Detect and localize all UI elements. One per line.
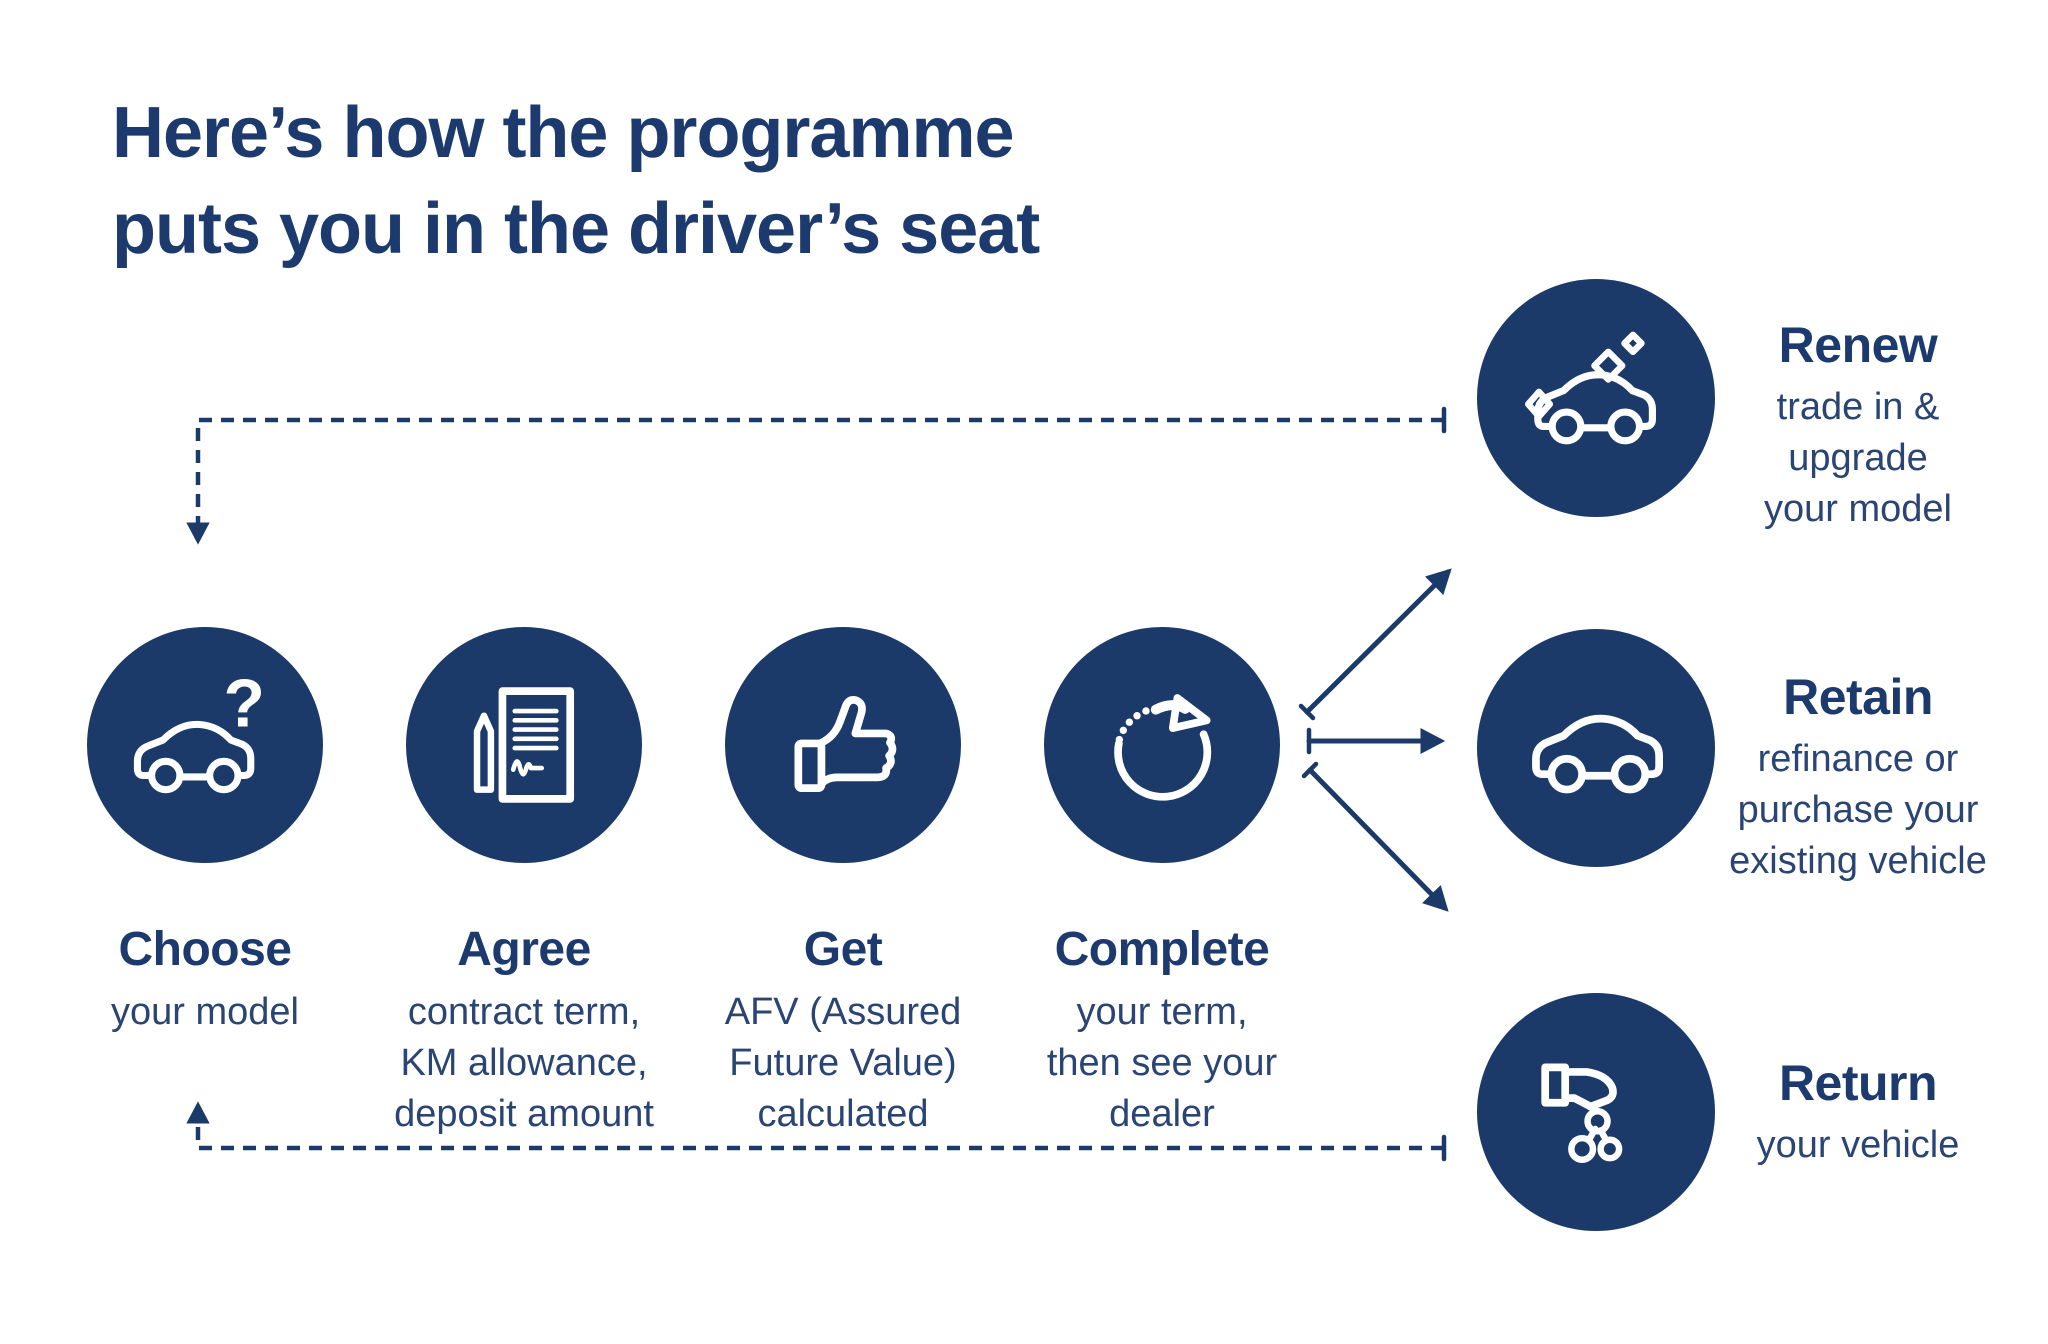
option-label-return: Return your vehicle [1658,1054,2048,1171]
step-label-complete: Complete your term, then see your dealer [992,922,1332,1140]
step-circle-choose: ? [87,627,323,863]
step-heading-get: Get [803,923,883,976]
step-label-choose: Choose your model [35,922,375,1038]
complete-to-return-arrow [1301,761,1449,912]
title-line-1: Here’s how the programme [112,93,1015,173]
page-title: Here’s how the programme puts you in the… [112,86,1040,278]
option-description-return: your vehicle [1756,1124,1960,1166]
option-description-renew: trade in & upgrade your model [1764,386,1952,530]
svg-text:?: ? [223,667,264,742]
step-description-choose: your model [111,991,299,1033]
hand-with-keys-icon [1541,1063,1623,1163]
step-circle-agree [406,627,642,863]
option-heading-return: Return [1778,1055,1938,1111]
option-description-retain: refinance or purchase your existing vehi… [1729,738,1987,882]
step-heading-choose: Choose [118,923,292,976]
return-to-choose-dashed-arrow [186,1101,1447,1162]
step-circle-complete [1044,627,1280,863]
option-heading-renew: Renew [1778,317,1938,373]
car-question-icon: ? [133,667,265,794]
complete-to-retain-arrow [1306,727,1446,755]
car-icon [1532,714,1663,794]
step-label-agree: Agree contract term, KM allowance, depos… [354,922,694,1140]
complete-to-renew-arrow [1298,568,1452,721]
option-circle-return [1477,993,1715,1231]
step-label-get: Get AFV (Assured Future Value) calculate… [673,922,1013,1140]
option-circle-retain [1477,629,1715,867]
thumbs-up-icon [794,696,897,792]
sparkling-car-icon [1525,331,1656,445]
step-heading-agree: Agree [457,923,591,976]
step-description-complete: your term, then see your dealer [1046,991,1278,1135]
step-circle-get [725,627,961,863]
step-heading-complete: Complete [1054,923,1270,976]
option-heading-retain: Retain [1783,669,1933,725]
title-line-2: puts you in the driver’s seat [112,188,1040,269]
step-description-get: AFV (Assured Future Value) calculated [724,991,962,1135]
renewal-cycle-icon [1114,694,1212,801]
option-circle-renew [1477,279,1715,517]
renew-to-choose-dashed-arrow [186,406,1447,545]
step-description-agree: contract term, KM allowance, deposit amo… [394,991,654,1135]
option-label-renew: Renew trade in & upgrade your model [1658,316,2048,535]
contract-pen-icon [473,687,575,803]
option-label-retain: Retain refinance or purchase your existi… [1658,668,2048,887]
